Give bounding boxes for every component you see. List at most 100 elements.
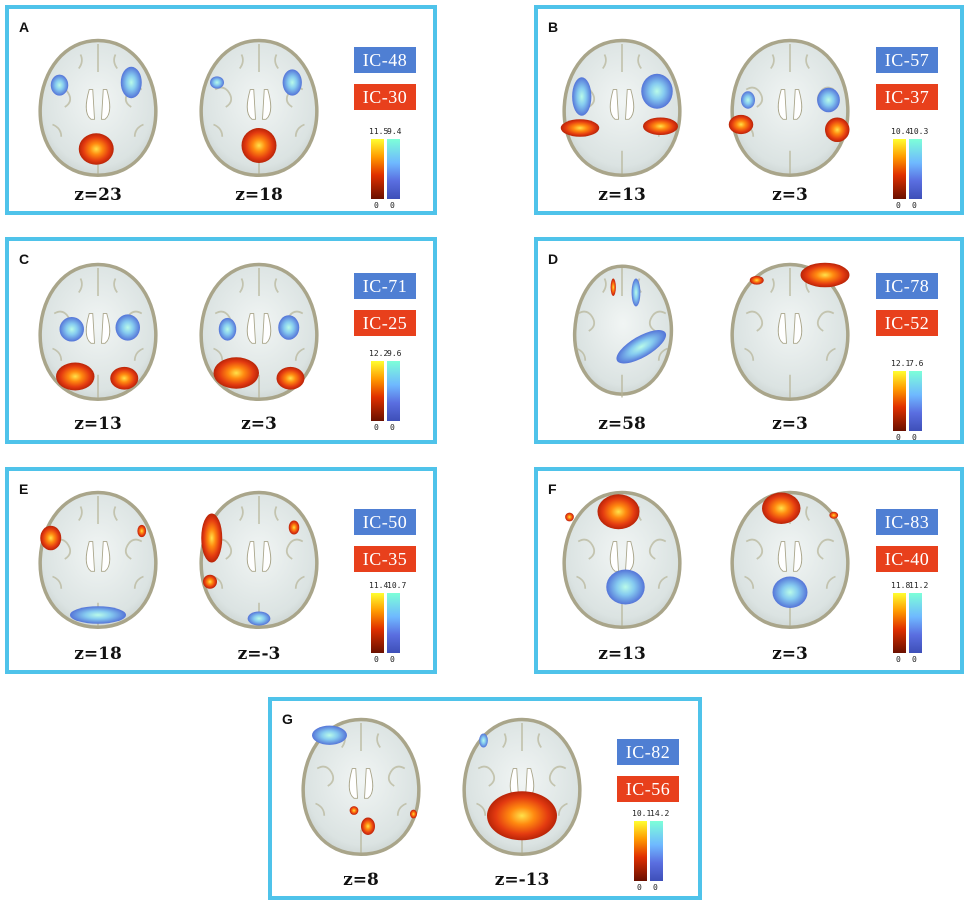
panel-label: B (548, 19, 559, 35)
hot-scale-min: 0 (374, 201, 379, 210)
ic-red-badge: IC-25 (354, 310, 416, 336)
cool-scale-min: 0 (390, 655, 395, 664)
brain-slice-image (184, 261, 334, 402)
brain-slice-image (447, 716, 597, 857)
cool-color-bar (909, 593, 922, 653)
brain-slice-image (23, 489, 173, 630)
cool-scale-max: 10.3 (909, 127, 929, 136)
hot-scale-min: 0 (896, 433, 901, 442)
slice-z-label: z=13 (598, 185, 646, 205)
brain-slice-image (547, 489, 697, 630)
cool-scale-min: 0 (912, 433, 917, 442)
slice-z-label: z=-3 (237, 644, 281, 664)
ic-blue-badge: IC-50 (354, 509, 416, 535)
panel-label: F (548, 481, 557, 497)
hot-color-bar (371, 593, 384, 653)
brain-slice-image (23, 261, 173, 402)
cool-scale-min: 0 (390, 423, 395, 432)
hot-color-bar (371, 361, 384, 421)
brain-slice-image (23, 37, 173, 178)
hot-scale-max: 10.1 (632, 809, 652, 818)
hot-scale-min: 0 (896, 201, 901, 210)
ic-red-badge: IC-52 (876, 310, 938, 336)
brain-slice-image (286, 716, 436, 857)
hot-scale-max: 10.4 (891, 127, 911, 136)
slice-z-label: z=3 (772, 414, 808, 434)
slice-z-label: z=3 (241, 414, 277, 434)
slice-z-label: z=58 (598, 414, 646, 434)
cool-scale-max: 11.2 (909, 581, 929, 590)
hot-color-bar (893, 371, 906, 431)
hot-color-bar (371, 139, 384, 199)
slice-z-label: z=13 (74, 414, 122, 434)
cool-scale-min: 0 (653, 883, 658, 892)
hot-color-bar (634, 821, 647, 881)
brain-slice-image (715, 37, 865, 178)
brain-slice-image (547, 37, 697, 178)
slice-z-label: z=18 (235, 185, 283, 205)
panel-label: C (19, 251, 30, 267)
brain-slice-image (547, 261, 697, 401)
hot-scale-min: 0 (374, 655, 379, 664)
hot-scale-max: 11.4 (369, 581, 389, 590)
hot-scale-max: 11.8 (891, 581, 911, 590)
hot-color-bar (893, 139, 906, 199)
cool-scale-max: 9.6 (387, 349, 402, 358)
cool-scale-min: 0 (912, 201, 917, 210)
hot-scale-max: 12.1 (891, 359, 911, 368)
panel-label: G (282, 711, 293, 727)
hot-scale-min: 0 (896, 655, 901, 664)
ic-red-badge: IC-30 (354, 84, 416, 110)
ic-blue-badge: IC-71 (354, 273, 416, 299)
cool-scale-max: 10.7 (387, 581, 407, 590)
brain-slice-image (184, 489, 334, 630)
ic-blue-badge: IC-48 (354, 47, 416, 73)
ic-red-badge: IC-40 (876, 546, 938, 572)
brain-slice-image (184, 37, 334, 178)
ic-blue-badge: IC-82 (617, 739, 679, 765)
slice-z-label: z=3 (772, 644, 808, 664)
brain-slice-image (715, 261, 865, 402)
cool-color-bar (387, 139, 400, 199)
brain-slice-image (715, 489, 865, 630)
panel-label: D (548, 251, 559, 267)
cool-scale-max: 14.2 (650, 809, 670, 818)
panel-label: E (19, 481, 29, 497)
cool-color-bar (387, 593, 400, 653)
panel-label: A (19, 19, 30, 35)
hot-color-bar (893, 593, 906, 653)
cool-color-bar (387, 361, 400, 421)
slice-z-label: z=23 (74, 185, 122, 205)
hot-scale-max: 12.2 (369, 349, 389, 358)
slice-z-label: z=18 (74, 644, 122, 664)
slice-z-label: z=-13 (494, 870, 550, 890)
cool-scale-max: 9.4 (387, 127, 402, 136)
cool-color-bar (650, 821, 663, 881)
cool-color-bar (909, 139, 922, 199)
slice-z-label: z=8 (343, 870, 379, 890)
hot-scale-max: 11.5 (369, 127, 389, 136)
slice-z-label: z=3 (772, 185, 808, 205)
ic-blue-badge: IC-83 (876, 509, 938, 535)
ic-red-badge: IC-35 (354, 546, 416, 572)
cool-scale-min: 0 (912, 655, 917, 664)
ic-red-badge: IC-56 (617, 776, 679, 802)
ic-red-badge: IC-37 (876, 84, 938, 110)
cool-color-bar (909, 371, 922, 431)
slice-z-label: z=13 (598, 644, 646, 664)
cool-scale-max: 7.6 (909, 359, 924, 368)
ic-blue-badge: IC-57 (876, 47, 938, 73)
